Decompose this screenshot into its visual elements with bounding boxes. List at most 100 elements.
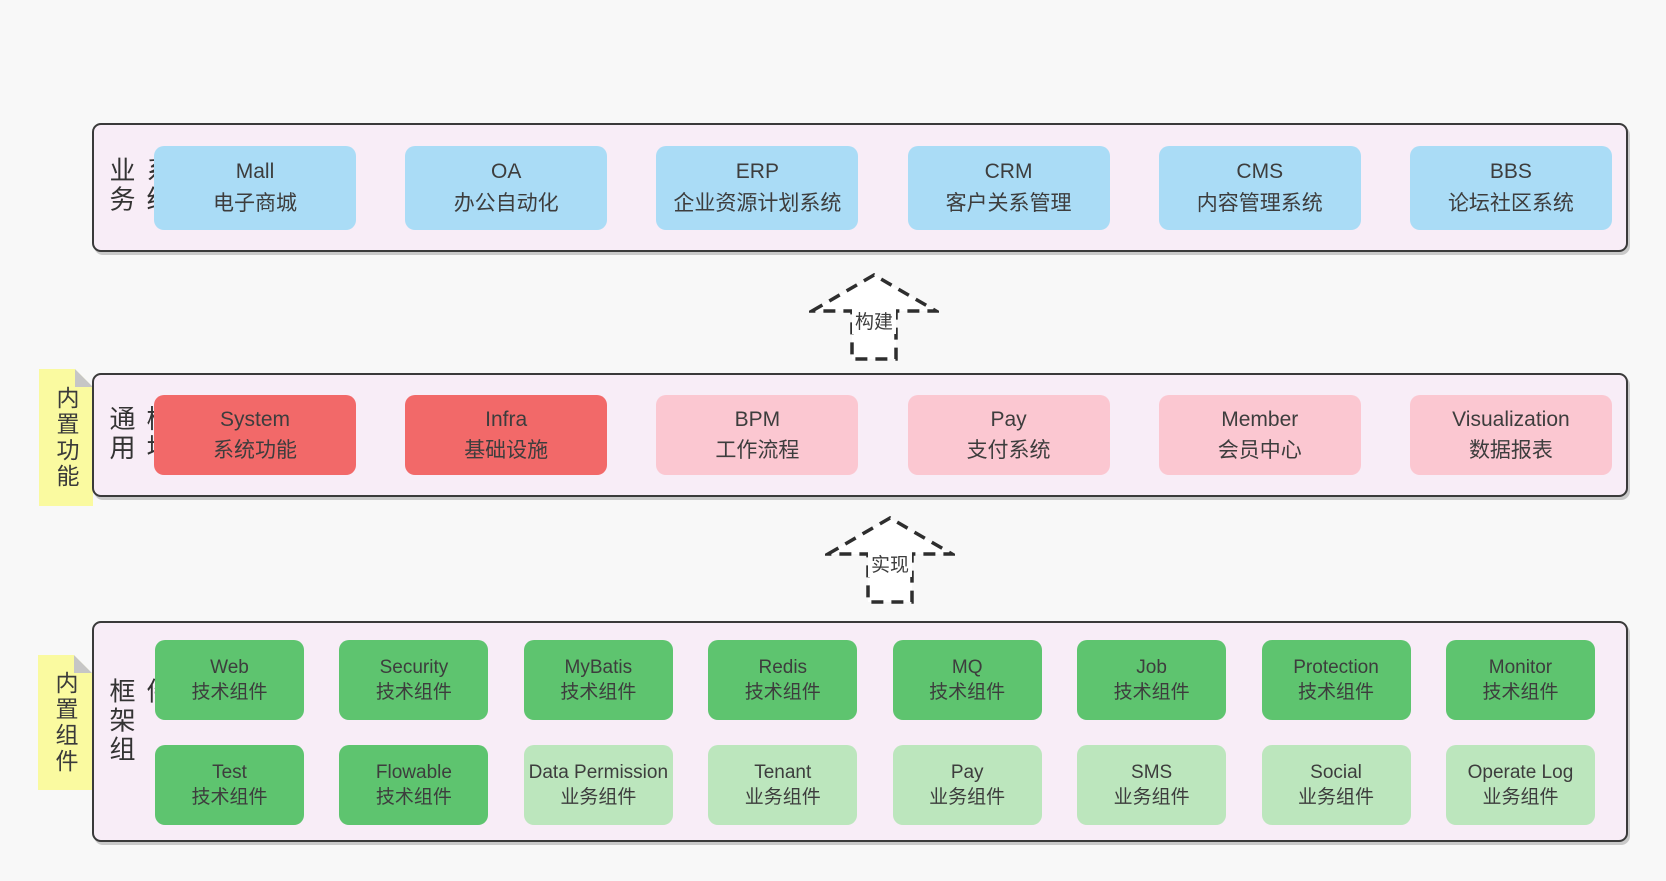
arrow-label: 构建 bbox=[851, 307, 897, 334]
box-subtitle: 系统功能 bbox=[213, 439, 297, 462]
box-tenant: Tenant 业务组件 bbox=[708, 745, 858, 825]
box-visualization: Visualization 数据报表 bbox=[1409, 395, 1612, 475]
box-title: BBS bbox=[1489, 160, 1532, 183]
box-title: Protection bbox=[1293, 656, 1379, 678]
box-subtitle: 业务组件 bbox=[929, 787, 1006, 808]
box-bbs: BBS 论坛社区系统 bbox=[1409, 145, 1612, 230]
box-data-permission: Data Permission 业务组件 bbox=[523, 745, 673, 825]
box-title: Monitor bbox=[1488, 656, 1553, 678]
box-title: Infra bbox=[485, 407, 528, 431]
box-subtitle: 基础设施 bbox=[464, 439, 549, 462]
layer-framework-components: 框架组件 Web 技术组件 Security 技术组件 MyBatis 技术组件… bbox=[92, 621, 1628, 842]
box-title: Mall bbox=[235, 160, 275, 183]
box-erp: ERP 企业资源计划系统 bbox=[656, 145, 859, 230]
box-subtitle: 技术组件 bbox=[744, 682, 821, 703]
box-title: Pay bbox=[950, 761, 984, 783]
box-title: MQ bbox=[951, 656, 983, 678]
box-mall: Mall 电子商城 bbox=[154, 145, 356, 230]
box-subtitle: 业务组件 bbox=[1113, 787, 1190, 808]
box-subtitle: 技术组件 bbox=[1482, 682, 1559, 703]
box-pay-component: Pay 业务组件 bbox=[892, 745, 1042, 825]
box-title: System bbox=[219, 407, 290, 431]
arrow-implement: 实现 bbox=[825, 514, 955, 606]
layer-business-systems: 业务系统 Mall 电子商城 OA 办公自动化 ERP 企业资源计划系统 CRM… bbox=[92, 123, 1628, 252]
box-flowable: Flowable 技术组件 bbox=[339, 745, 489, 825]
box-subtitle: 业务组件 bbox=[1482, 787, 1559, 808]
box-subtitle: 技术组件 bbox=[375, 682, 452, 703]
box-subtitle: 电子商城 bbox=[213, 191, 297, 215]
box-title: Job bbox=[1136, 656, 1167, 678]
components-box-row-1: Web 技术组件 Security 技术组件 MyBatis 技术组件 Redi… bbox=[155, 640, 1595, 720]
box-member: Member 会员中心 bbox=[1158, 395, 1361, 475]
box-title: Flowable bbox=[375, 761, 452, 783]
box-title: BPM bbox=[734, 407, 781, 431]
box-protection: Protection 技术组件 bbox=[1261, 640, 1411, 720]
box-title: Member bbox=[1221, 407, 1299, 431]
box-subtitle: 会员中心 bbox=[1217, 439, 1302, 462]
box-title: OA bbox=[491, 160, 522, 183]
box-subtitle: 技术组件 bbox=[191, 787, 268, 808]
box-title: Security bbox=[379, 656, 449, 678]
box-security: Security 技术组件 bbox=[339, 640, 489, 720]
sticky-note-label: 内置组件 bbox=[52, 670, 78, 775]
box-subtitle: 业务组件 bbox=[560, 787, 637, 808]
folded-corner-icon bbox=[75, 369, 93, 387]
box-subtitle: 技术组件 bbox=[375, 787, 452, 808]
box-title: SMS bbox=[1131, 761, 1173, 783]
box-social: Social 业务组件 bbox=[1261, 745, 1411, 825]
box-mybatis: MyBatis 技术组件 bbox=[523, 640, 673, 720]
box-monitor: Monitor 技术组件 bbox=[1445, 640, 1595, 720]
box-subtitle: 内容管理系统 bbox=[1196, 191, 1323, 215]
box-job: Job 技术组件 bbox=[1077, 640, 1227, 720]
box-title: Tenant bbox=[754, 761, 812, 783]
box-pay: Pay 支付系统 bbox=[907, 395, 1110, 475]
box-subtitle: 支付系统 bbox=[966, 439, 1051, 462]
box-title: CMS bbox=[1236, 160, 1284, 183]
box-subtitle: 技术组件 bbox=[1298, 682, 1375, 703]
box-infra: Infra 基础设施 bbox=[405, 395, 608, 475]
box-crm: CRM 客户关系管理 bbox=[907, 145, 1110, 230]
box-subtitle: 技术组件 bbox=[560, 682, 637, 703]
box-title: Web bbox=[210, 656, 249, 678]
box-title: Operate Log bbox=[1467, 761, 1574, 783]
box-mq: MQ 技术组件 bbox=[892, 640, 1042, 720]
box-web: Web 技术组件 bbox=[155, 640, 304, 720]
box-title: Redis bbox=[758, 656, 808, 678]
box-oa: OA 办公自动化 bbox=[405, 145, 608, 230]
layer-common-modules: 通用模块 System 系统功能 Infra 基础设施 BPM 工作流程 Pay… bbox=[92, 373, 1628, 497]
box-title: MyBatis bbox=[564, 656, 633, 678]
box-title: Pay bbox=[990, 407, 1027, 431]
sticky-note-built-in-components: 内置组件 bbox=[38, 655, 92, 790]
box-subtitle: 技术组件 bbox=[191, 682, 268, 703]
modules-box-row: System 系统功能 Infra 基础设施 BPM 工作流程 Pay 支付系统… bbox=[154, 375, 1612, 495]
box-title: Data Permission bbox=[528, 761, 669, 783]
box-cms: CMS 内容管理系统 bbox=[1158, 145, 1361, 230]
arrow-build: 构建 bbox=[809, 271, 939, 363]
box-subtitle: 数据报表 bbox=[1468, 439, 1553, 462]
box-subtitle: 论坛社区系统 bbox=[1447, 191, 1574, 215]
box-subtitle: 客户关系管理 bbox=[945, 191, 1072, 215]
box-system: System 系统功能 bbox=[154, 395, 356, 475]
box-operate-log: Operate Log 业务组件 bbox=[1445, 745, 1595, 825]
box-title: CRM bbox=[984, 160, 1033, 183]
box-title: Visualization bbox=[1452, 407, 1570, 431]
box-title: Test bbox=[212, 761, 247, 783]
arrow-label: 实现 bbox=[867, 550, 913, 577]
box-redis: Redis 技术组件 bbox=[708, 640, 858, 720]
box-title: Social bbox=[1310, 761, 1362, 783]
box-subtitle: 技术组件 bbox=[929, 682, 1006, 703]
box-title: ERP bbox=[735, 160, 779, 183]
box-sms: SMS 业务组件 bbox=[1077, 745, 1227, 825]
box-subtitle: 办公自动化 bbox=[453, 191, 559, 215]
box-subtitle: 企业资源计划系统 bbox=[673, 191, 842, 215]
box-subtitle: 业务组件 bbox=[1298, 787, 1375, 808]
box-test: Test 技术组件 bbox=[155, 745, 304, 825]
box-bpm: BPM 工作流程 bbox=[656, 395, 859, 475]
sticky-note-built-in-functions: 内置功能 bbox=[39, 369, 93, 506]
box-subtitle: 业务组件 bbox=[744, 787, 821, 808]
sticky-note-label: 内置功能 bbox=[53, 385, 79, 490]
box-subtitle: 工作流程 bbox=[715, 439, 800, 462]
business-box-row: Mall 电子商城 OA 办公自动化 ERP 企业资源计划系统 CRM 客户关系… bbox=[154, 125, 1612, 250]
folded-corner-icon bbox=[74, 655, 92, 673]
box-subtitle: 技术组件 bbox=[1113, 682, 1190, 703]
